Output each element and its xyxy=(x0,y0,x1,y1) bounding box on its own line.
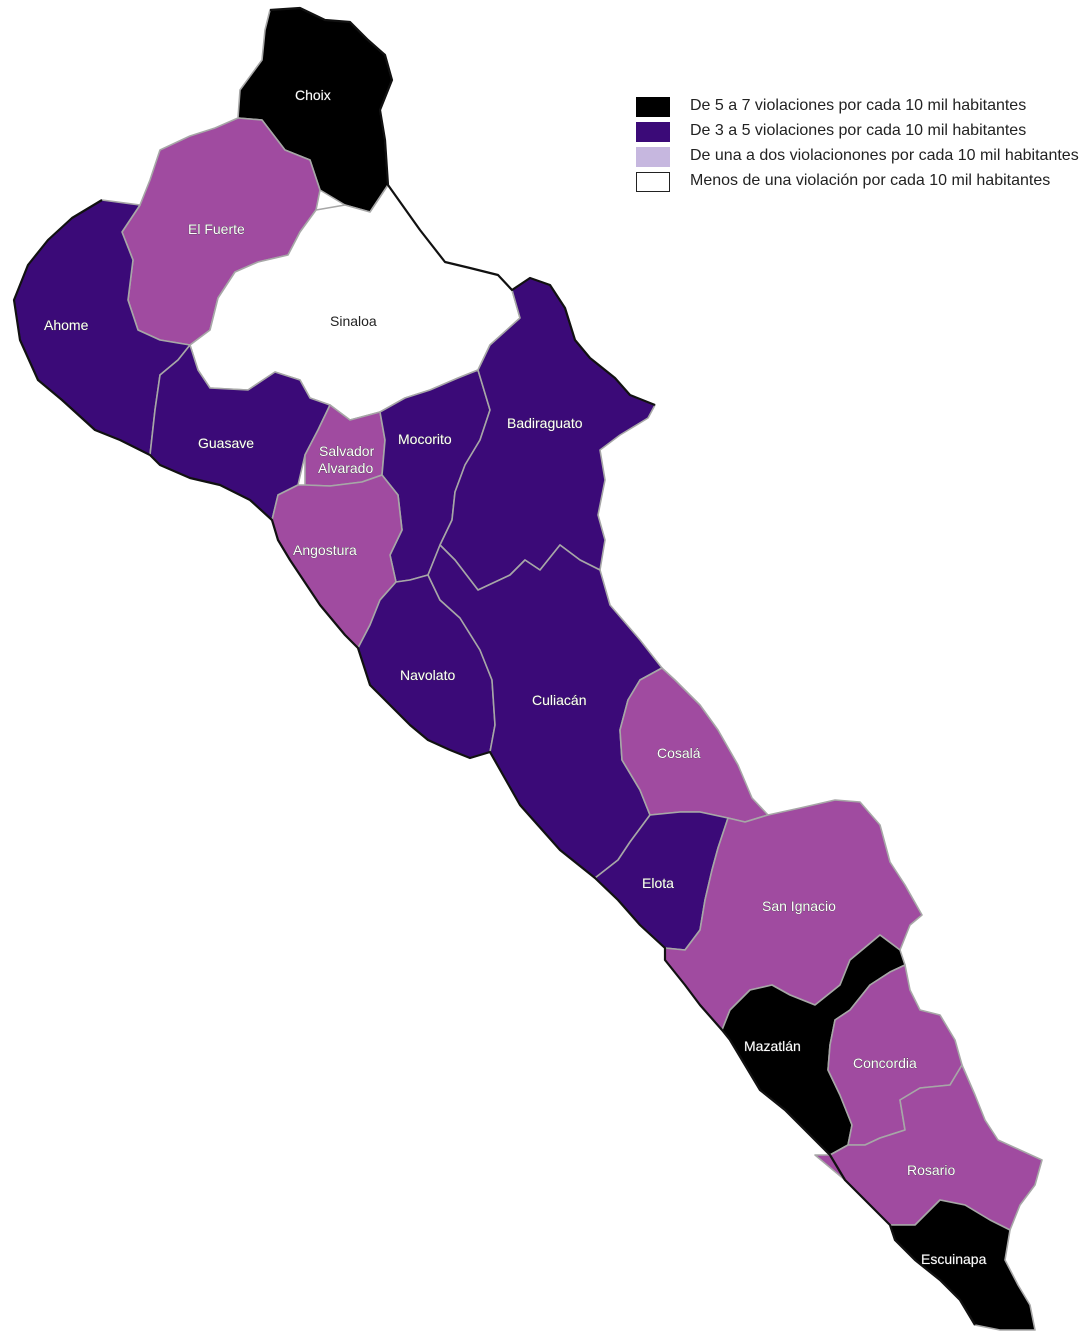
label-elota: Elota xyxy=(642,875,674,891)
label-ahome: Ahome xyxy=(44,317,89,333)
coastline xyxy=(12,199,976,1326)
legend-item-3-5: De 3 a 5 violaciones por cada 10 mil hab… xyxy=(636,120,1086,142)
label-san-ignacio: San Ignacio xyxy=(762,898,836,914)
label-mocorito: Mocorito xyxy=(398,431,452,447)
label-mazatlan: Mazatlán xyxy=(744,1038,801,1054)
label-salvador: Salvador xyxy=(319,443,375,459)
legend-label: Menos de una violación por cada 10 mil h… xyxy=(690,172,1051,189)
legend-swatch xyxy=(636,172,670,192)
label-guasave: Guasave xyxy=(198,435,254,451)
legend-item-lt1: Menos de una violación por cada 10 mil h… xyxy=(636,170,1086,192)
state-border-north xyxy=(269,6,656,407)
label-escuinapa: Escuinapa xyxy=(921,1251,987,1267)
legend-swatch xyxy=(636,147,670,167)
legend-swatch xyxy=(636,97,670,117)
legend-label: De una a dos violacionones por cada 10 m… xyxy=(690,147,1079,164)
legend-item-5-7: De 5 a 7 violaciones por cada 10 mil hab… xyxy=(636,95,1086,117)
legend-swatch xyxy=(636,122,670,142)
map-legend: De 5 a 7 violaciones por cada 10 mil hab… xyxy=(636,95,1086,195)
legend-label: De 5 a 7 violaciones por cada 10 mil hab… xyxy=(690,97,1027,114)
label-el-fuerte: El Fuerte xyxy=(188,221,245,237)
label-choix: Choix xyxy=(295,87,331,103)
label-badiraguato: Badiraguato xyxy=(507,415,583,431)
label-culiacan: Culiacán xyxy=(532,692,586,708)
label-navolato: Navolato xyxy=(400,667,455,683)
label-alvarado: Alvarado xyxy=(318,460,373,476)
legend-item-1-2: De una a dos violacionones por cada 10 m… xyxy=(636,145,1086,167)
label-rosario: Rosario xyxy=(907,1162,955,1178)
label-cosala: Cosalá xyxy=(657,745,701,761)
label-sinaloa: Sinaloa xyxy=(330,313,377,329)
label-concordia: Concordia xyxy=(853,1055,917,1071)
legend-label: De 3 a 5 violaciones por cada 10 mil hab… xyxy=(690,122,1027,139)
label-angostura: Angostura xyxy=(293,542,357,558)
